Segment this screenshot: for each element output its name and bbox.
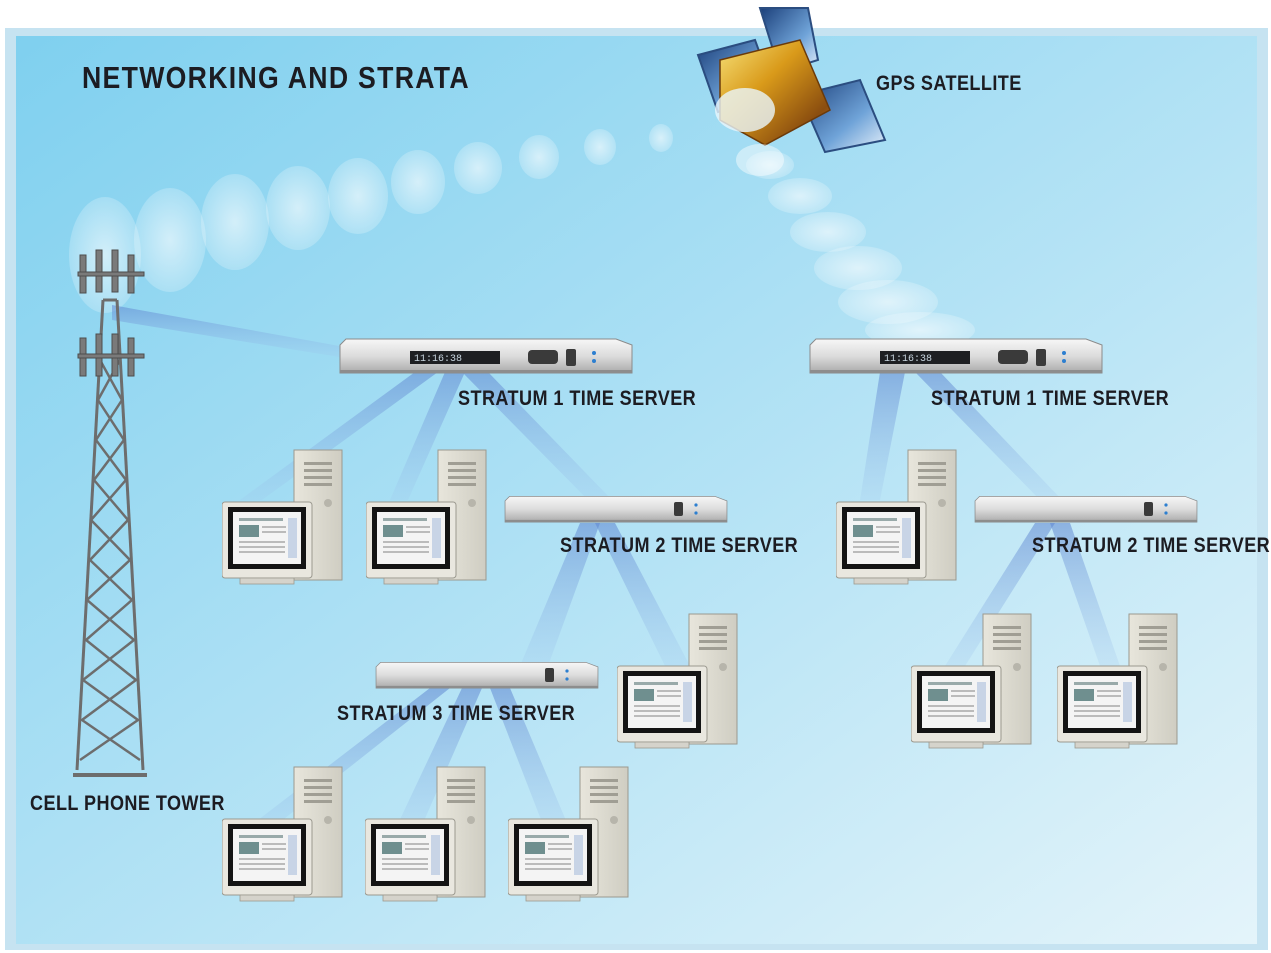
rack-server-icon [339, 338, 1103, 374]
stratum-1-right-label: STRATUM 1 TIME SERVER [931, 387, 1170, 410]
gps-satellite-icon [696, 7, 887, 176]
rack-server-icon [504, 495, 1198, 523]
radio-waves [69, 124, 975, 348]
stratum-2-right-label: STRATUM 2 TIME SERVER [1032, 534, 1271, 557]
rack-server-icon [375, 661, 599, 689]
gps-satellite-label: GPS SATELLITE [876, 72, 1022, 95]
cell-tower-icon [73, 249, 147, 777]
stratum-3-label: STRATUM 3 TIME SERVER [337, 702, 576, 725]
stratum-2-left-label: STRATUM 2 TIME SERVER [560, 534, 799, 557]
server-display-time: 11:16:38 [884, 354, 932, 365]
cell-phone-tower-label: CELL PHONE TOWER [30, 792, 225, 815]
server-display-time: 11:16:38 [414, 354, 462, 365]
connection-beams [112, 305, 1120, 830]
diagram-title: NETWORKING AND STRATA [82, 60, 470, 95]
stratum-1-left-label: STRATUM 1 TIME SERVER [458, 387, 697, 410]
